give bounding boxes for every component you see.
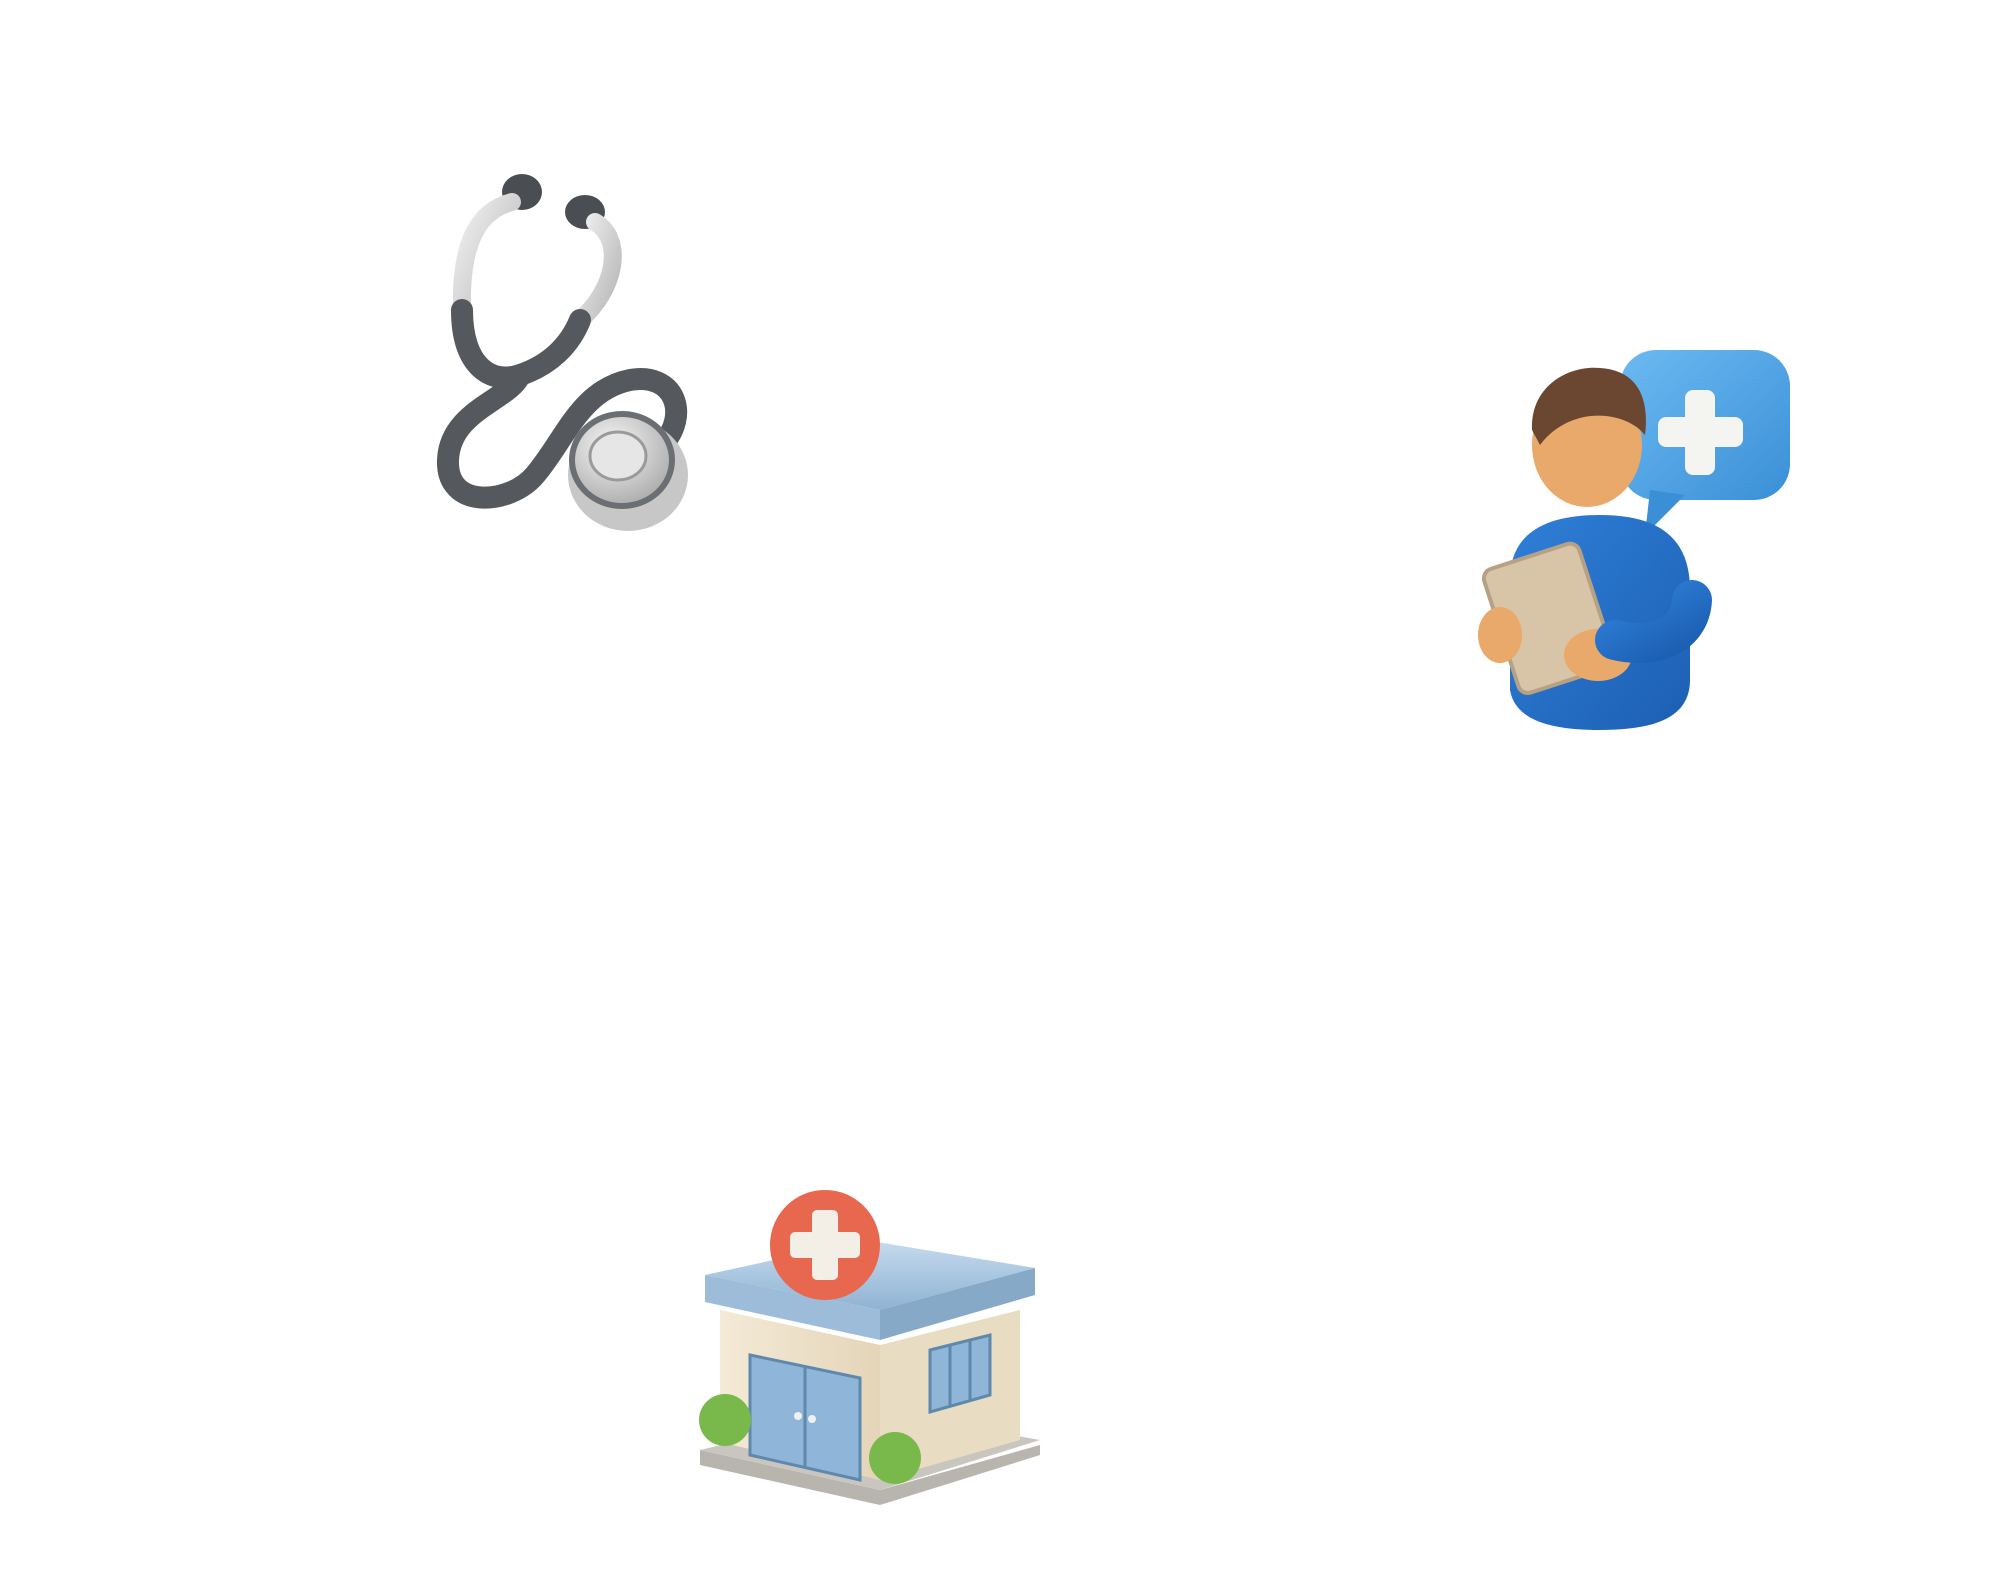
red-cross-sign-icon xyxy=(770,1190,880,1300)
medical-clinic-building-icon xyxy=(690,1180,1070,1560)
doctor-with-tablet-icon xyxy=(1440,350,1860,750)
medical-cross-speech-bubble-icon xyxy=(1620,350,1790,535)
stethoscope-icon xyxy=(400,160,720,540)
